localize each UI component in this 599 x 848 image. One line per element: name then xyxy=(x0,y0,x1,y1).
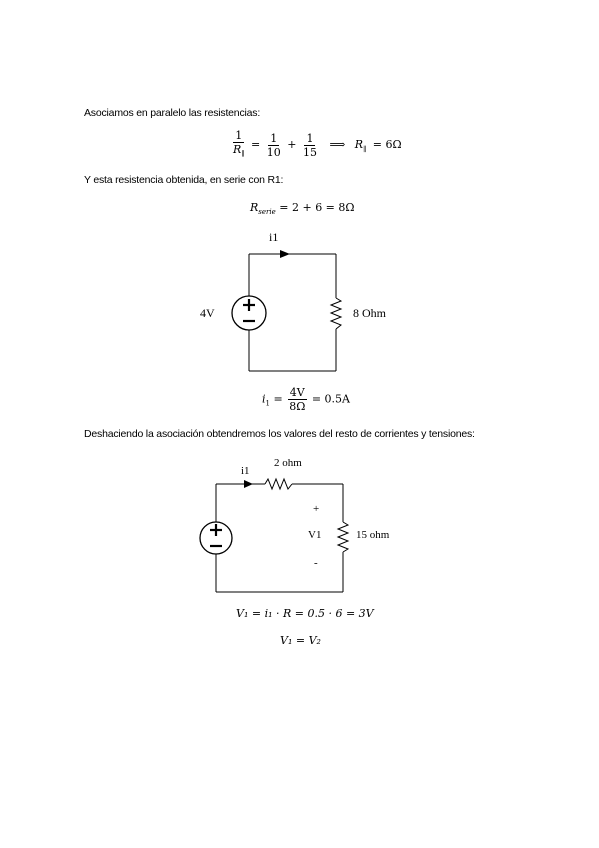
equation-series-resistance: Rserie = 2 + 6 = 8Ω xyxy=(250,201,355,216)
equals-sign: = xyxy=(251,138,261,152)
voltage-plus-label: + xyxy=(313,503,319,515)
denominator: R∥ xyxy=(231,143,247,161)
equation-voltage: V₁ = i₁ · R = 0.5 · 6 = 3V xyxy=(236,607,374,620)
resistor-top-label: 2 ohm xyxy=(274,457,302,469)
serie-subscript: serie xyxy=(258,208,276,217)
resistor-label: 8 Ohm xyxy=(353,306,387,320)
denominator: 8Ω xyxy=(289,400,306,413)
voltage-source-icon xyxy=(199,521,233,555)
r-symbol: R xyxy=(250,201,259,214)
current-arrow-icon xyxy=(244,480,253,488)
voltage-label: V1 xyxy=(308,529,321,541)
i-subscript: 1 xyxy=(265,399,270,408)
r-symbol: R xyxy=(233,143,242,156)
voltage-minus-label: - xyxy=(314,557,318,569)
equals-sign: = xyxy=(273,392,283,406)
fraction-one-over-fifteen: 1 15 xyxy=(301,132,319,159)
equation-parallel-resistance: 1 R∥ = 1 10 + 1 15 ⟹ R∥ = 6Ω xyxy=(230,129,402,161)
circuit-diagram-expanded: i1 2 ohm + V1 - 15 ohm xyxy=(199,457,390,593)
series-result: = 2 + 6 = 8Ω xyxy=(279,201,355,214)
paragraph-undo-association: Deshaciendo la asociación obtendremos lo… xyxy=(84,428,475,440)
implies-arrow: ⟹ xyxy=(329,138,346,152)
numerator: 1 xyxy=(268,131,280,146)
result-parallel-subscript: ∥ xyxy=(363,145,367,154)
fraction-one-over-ten: 1 10 xyxy=(265,132,283,159)
fraction-4v-over-8ohm: 4V 8Ω xyxy=(287,386,307,413)
current-label: i1 xyxy=(241,465,250,477)
resistor-8ohm xyxy=(329,297,343,330)
resistor-right-label: 15 ohm xyxy=(356,529,390,541)
paragraph-series: Y esta resistencia obtenida, en serie co… xyxy=(84,174,284,186)
equation-current: i1 = 4V 8Ω = 0.5A xyxy=(262,386,350,413)
source-label: 4V xyxy=(200,306,215,320)
result-r-symbol: R xyxy=(354,138,364,152)
numerator: 1 xyxy=(304,131,316,146)
plus-sign: + xyxy=(287,138,297,152)
numerator: 1 xyxy=(233,129,245,143)
fraction-one-over-rparallel: 1 R∥ xyxy=(231,129,247,161)
equation-voltage-equality: V₁ = V₂ xyxy=(280,634,321,647)
current-label: i1 xyxy=(269,230,278,244)
paragraph-parallel: Asociamos en paralelo las resistencias: xyxy=(84,107,261,119)
resistor-15ohm xyxy=(336,521,350,553)
current-arrow-icon xyxy=(280,250,290,258)
parallel-subscript: ∥ xyxy=(241,150,245,159)
resistor-2ohm xyxy=(264,477,293,491)
denominator: 10 xyxy=(266,145,281,159)
i-symbol: i xyxy=(262,392,266,406)
current-result: = 0.5A xyxy=(311,392,350,406)
result-value: = 6Ω xyxy=(372,138,402,152)
circuit-diagram-simple: i1 4V 8 Ohm xyxy=(200,230,387,372)
voltage-source-icon xyxy=(231,295,267,331)
denominator: 15 xyxy=(302,145,317,159)
numerator: 4V xyxy=(287,386,307,400)
